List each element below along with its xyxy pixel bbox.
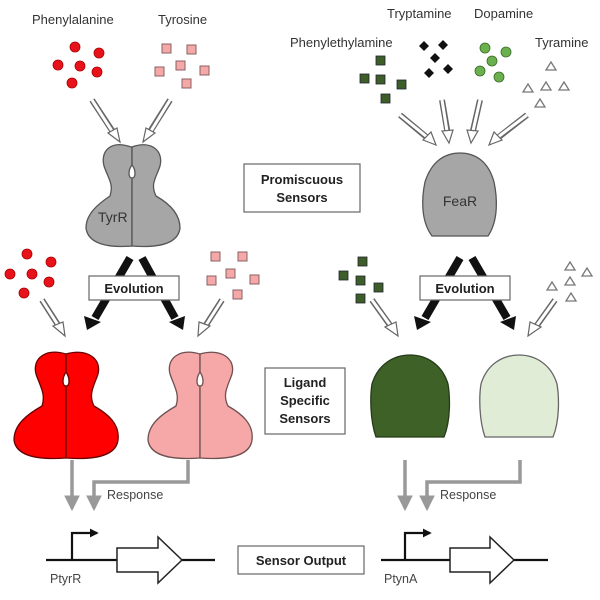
label-phenylalanine: Phenylalanine: [32, 12, 114, 27]
phenylalanine-molecules: [52, 41, 105, 89]
promiscuous-line1: Promiscuous: [261, 172, 343, 187]
evolution-box-right: Evolution: [419, 275, 511, 301]
tyramine-molecules-mid: [545, 260, 594, 302]
tyramine-specific-sensor: [479, 354, 560, 438]
ligand-arrow-inner-mid: [40, 299, 557, 326]
tryptamine-molecules: [419, 40, 453, 78]
gene-arrow-right: [449, 535, 516, 585]
ligand-arrow-inner: [90, 99, 528, 139]
label-dopamine: Dopamine: [474, 6, 533, 21]
label-tyrosine: Tyrosine: [158, 12, 207, 27]
ligand-arrowheads: [106, 127, 504, 147]
label-tryptamine: Tryptamine: [387, 6, 452, 21]
evolution-arrowheads: [84, 316, 516, 330]
response-arrows: [64, 460, 522, 512]
ligand-specific-line1: Ligand: [284, 375, 327, 390]
ligand-specific-line3: Sensors: [279, 411, 330, 426]
tyramine-molecules: [521, 60, 571, 108]
response-right-label: Response: [440, 488, 496, 502]
gene-arrow-left: [116, 535, 184, 585]
ligand-arrowheads-mid: [51, 321, 543, 338]
evolution-left-text: Evolution: [104, 281, 163, 296]
tyrosine-molecules: [154, 43, 210, 89]
label-tyramine: Tyramine: [535, 35, 588, 50]
tyrosine-molecules-mid: [206, 251, 260, 300]
phenylethylamine-specific-sensor: [370, 354, 451, 438]
sensor-output-text: Sensor Output: [256, 553, 347, 568]
phenylethylamine-molecules-mid: [338, 256, 384, 304]
evolution-right-text: Evolution: [435, 281, 494, 296]
phenylalanine-molecules-mid: [4, 248, 57, 299]
tyrR-sensor: [85, 144, 181, 248]
promiscuous-sensors-box: Promiscuous Sensors: [243, 163, 361, 213]
sensor-output-box: Sensor Output: [237, 545, 365, 575]
dopamine-molecules: [474, 42, 512, 83]
promoter-right-label: PtynA: [384, 572, 418, 586]
ligand-specific-line2: Specific: [280, 393, 330, 408]
gene-construct-left: [46, 528, 215, 562]
feaR-label: FeaR: [443, 193, 477, 209]
gene-construct-right: [381, 528, 548, 562]
ligand-specific-sensors-box: Ligand Specific Sensors: [264, 367, 346, 435]
evolution-box-left: Evolution: [88, 275, 180, 301]
ligand-binding-arrows-mid: [39, 298, 558, 330]
phenylalanine-specific-sensor: [13, 351, 119, 460]
tyrosine-specific-sensor: [147, 351, 253, 460]
label-phenylethylamine: Phenylethylamine: [290, 35, 393, 50]
promoter-left-label: PtyrR: [50, 572, 81, 586]
promiscuous-line2: Sensors: [276, 190, 327, 205]
phenylethylamine-molecules: [359, 55, 407, 104]
tyrR-label: TyrR: [98, 209, 128, 225]
response-left-label: Response: [107, 488, 163, 502]
feaR-sensor: [422, 152, 497, 237]
